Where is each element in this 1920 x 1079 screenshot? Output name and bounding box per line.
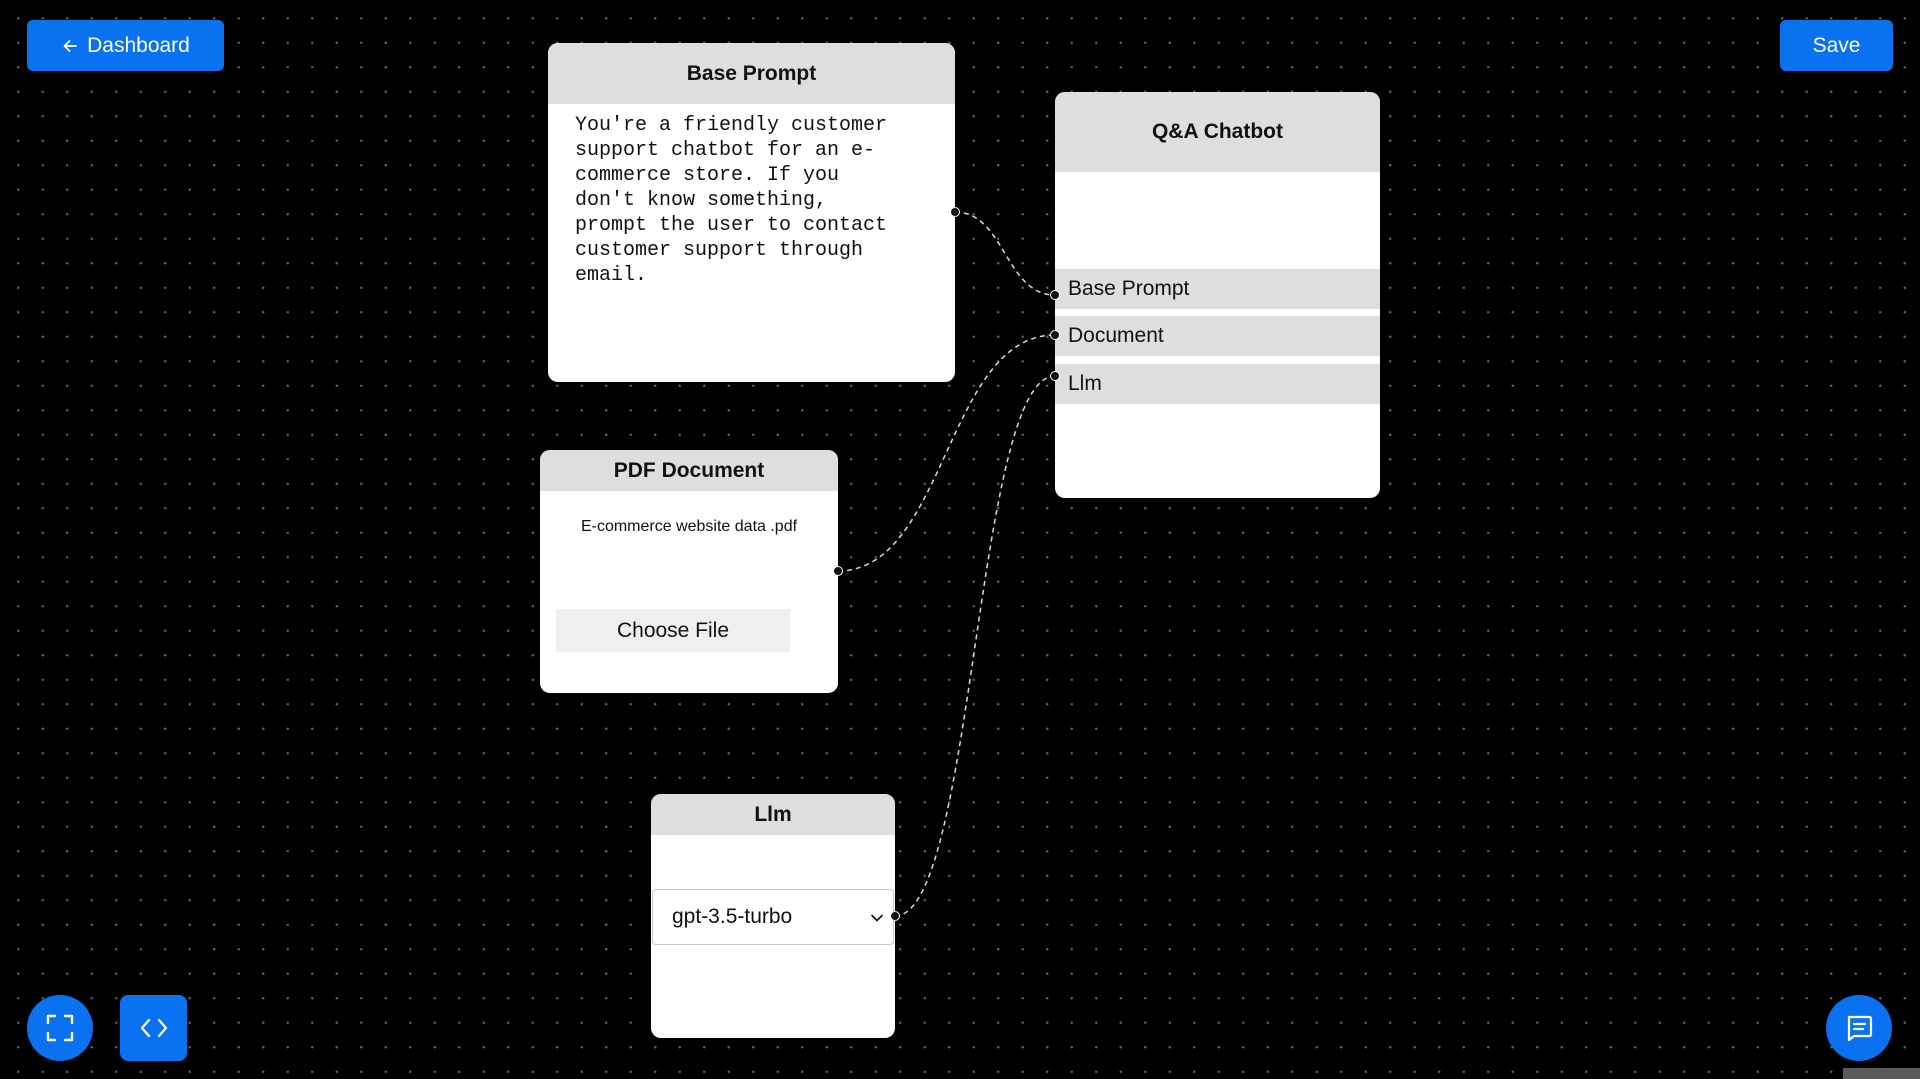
save-button[interactable]: Save <box>1780 20 1893 71</box>
pdf-output-handle[interactable] <box>833 566 843 576</box>
arrow-left-icon <box>63 39 78 52</box>
attribution-badge <box>1843 1068 1920 1079</box>
llm-node-title: Llm <box>651 794 895 835</box>
fullscreen-icon <box>46 1014 74 1042</box>
qa-document-input-handle[interactable] <box>1050 330 1060 340</box>
qa-chatbot-node-title: Q&A Chatbot <box>1055 92 1380 172</box>
chevron-down-icon <box>871 914 883 922</box>
choose-file-button[interactable]: Choose File <box>556 609 790 652</box>
code-button[interactable] <box>120 995 187 1061</box>
pdf-filename: E-commerce website data .pdf <box>580 518 798 535</box>
llm-node[interactable]: Llm gpt-3.5-turbo <box>651 794 895 1038</box>
dashboard-button[interactable]: Dashboard <box>27 20 224 71</box>
qa-input-base-prompt: Base Prompt <box>1055 269 1380 309</box>
chat-icon <box>1847 1015 1873 1042</box>
fullscreen-button[interactable] <box>27 995 93 1061</box>
pdf-document-node-title: PDF Document <box>540 450 838 491</box>
base-prompt-text[interactable]: You're a friendly customer support chatb… <box>575 114 888 287</box>
base-prompt-node[interactable]: Base Prompt You're a friendly customer s… <box>548 43 955 382</box>
qa-base-prompt-input-handle[interactable] <box>1050 290 1060 300</box>
llm-output-handle[interactable] <box>890 911 900 921</box>
base-prompt-output-handle[interactable] <box>950 207 960 217</box>
qa-input-llm: Llm <box>1055 364 1380 404</box>
chat-button[interactable] <box>1826 995 1892 1061</box>
llm-model-select[interactable]: gpt-3.5-turbo <box>652 889 894 945</box>
qa-chatbot-node[interactable]: Q&A Chatbot Base Prompt Document Llm <box>1055 92 1380 498</box>
dashboard-label: Dashboard <box>87 33 190 57</box>
qa-input-document: Document <box>1055 316 1380 356</box>
pdf-document-node[interactable]: PDF Document E-commerce website data .pd… <box>540 450 838 693</box>
qa-llm-input-handle[interactable] <box>1050 371 1060 381</box>
llm-selected-model: gpt-3.5-turbo <box>672 905 793 928</box>
base-prompt-node-title: Base Prompt <box>548 43 955 104</box>
code-icon <box>140 1018 167 1038</box>
